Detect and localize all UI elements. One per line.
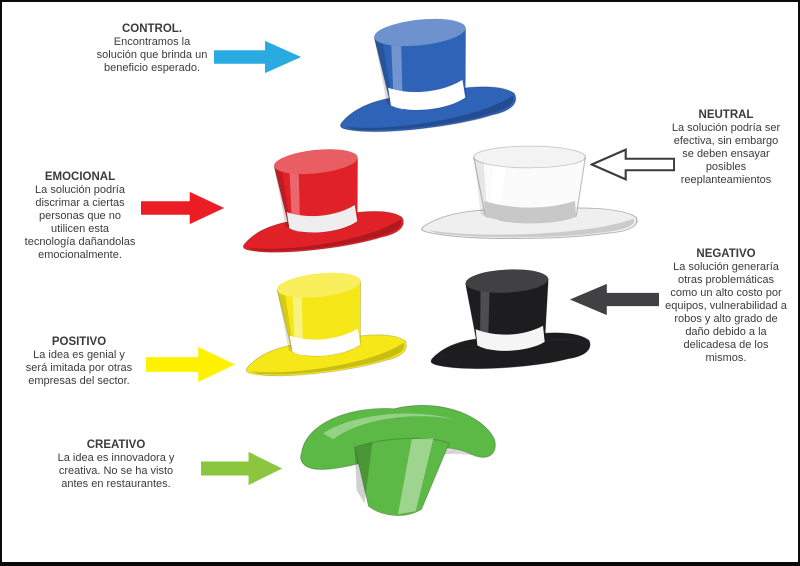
creativo-title: CREATIVO [86,439,146,451]
positivo-title: POSITIVO [51,336,107,348]
yellow-hat-image [237,263,410,396]
red-hat-image [234,137,407,275]
emocional-title: EMOCIONAL [44,171,116,183]
control-title: CONTROL. [121,23,183,35]
emocional-description: La solución podría discrimar a ciertas p… [24,184,136,261]
neutral-text-block: NEUTRAL La solución podría ser efectiva,… [655,109,797,187]
positivo-description: La idea es genial y será imitada por otr… [25,349,133,387]
neutral-title: NEUTRAL [698,109,754,121]
black-hat-image [411,261,607,389]
neutral-description: La solución podría ser efectiva, sin emb… [671,122,781,186]
creativo-text-block: CREATIVO La idea es innovadora y creativ… [40,439,192,491]
neutral-left-arrow-icon [590,148,675,181]
negativo-left-arrow-icon [569,283,659,316]
negativo-description: La solución generaría otras problemática… [665,261,787,364]
emocional-right-arrow-icon [141,191,225,225]
control-text-block: CONTROL. Encontramos la solución que bri… [77,23,227,75]
creativo-description: La idea es innovadora y creativa. No se … [57,452,175,490]
control-description: Encontramos la solución que brinda un be… [96,36,208,74]
positivo-right-arrow-icon [146,346,236,383]
creativo-right-arrow-icon [201,451,283,486]
white-hat-image [414,138,644,259]
control-right-arrow-icon [214,40,302,74]
blue-hat-image [327,10,523,152]
emocional-text-block: EMOCIONAL La solución podría discrimar a… [10,171,150,262]
negativo-title: NEGATIVO [696,248,756,260]
positivo-text-block: POSITIVO La idea es genial y será imitad… [10,336,148,388]
green-hat-image [295,392,503,522]
negativo-text-block: NEGATIVO La solución generaría otras pro… [655,248,797,365]
